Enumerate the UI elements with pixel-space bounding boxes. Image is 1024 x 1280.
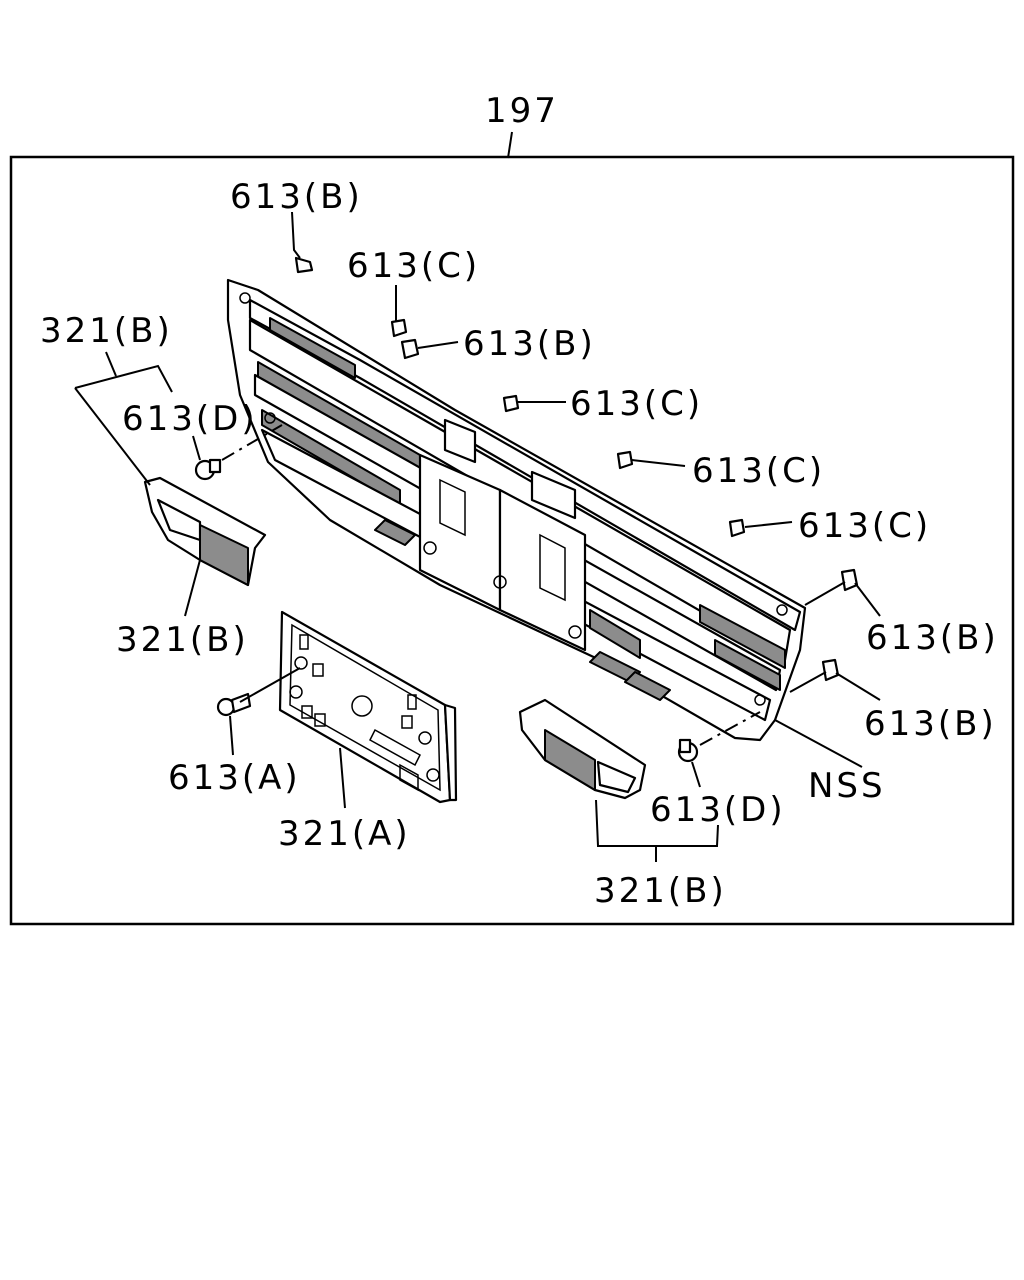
grille-assembly xyxy=(226,278,807,742)
license-plate-bracket xyxy=(278,610,458,804)
label-613d-left: 613(D) xyxy=(122,399,258,439)
label-321b-bottom-left: 321(B) xyxy=(116,620,249,660)
clip-613b-r2 xyxy=(821,658,840,682)
label-613c-1: 613(C) xyxy=(347,246,480,286)
label-613d-right: 613(D) xyxy=(650,790,786,830)
label-613b-r1: 613(B) xyxy=(866,618,999,658)
screw-613a xyxy=(216,692,252,717)
label-nss: NSS xyxy=(808,766,886,806)
clip-613c-1 xyxy=(390,318,408,338)
label-613c-4: 613(C) xyxy=(798,506,931,546)
push-rivet-613d-right xyxy=(677,738,699,763)
label-613b-2: 613(B) xyxy=(463,324,596,364)
label-613b-top: 613(B) xyxy=(230,177,363,217)
left-end-cap xyxy=(143,476,267,587)
clip-613c-3 xyxy=(616,450,634,470)
clip-613b-top xyxy=(294,256,314,274)
push-rivet-613d-left xyxy=(194,458,222,481)
label-613b-r2: 613(B) xyxy=(864,704,997,744)
label-613a: 613(A) xyxy=(168,758,301,798)
label-321b-top-left: 321(B) xyxy=(40,311,173,351)
clip-613c-4 xyxy=(728,518,746,538)
label-613c-2: 613(C) xyxy=(570,384,703,424)
clip-613b-2 xyxy=(400,338,420,360)
label-321b-bottom-right: 321(B) xyxy=(594,871,727,911)
diagram-frame xyxy=(9,155,1015,926)
clip-613c-2 xyxy=(502,394,520,413)
right-end-cap xyxy=(518,698,647,800)
label-321a: 321(A) xyxy=(278,814,411,854)
assembly-number: 197 xyxy=(485,91,559,131)
clip-613b-r1 xyxy=(840,568,859,592)
label-613c-3: 613(C) xyxy=(692,451,825,491)
